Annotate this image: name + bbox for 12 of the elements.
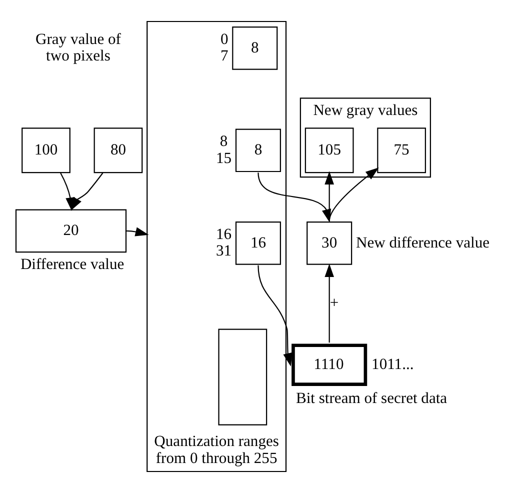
node-label: Difference value bbox=[20, 256, 124, 273]
node-label: 15 bbox=[216, 150, 232, 167]
node-label: 16 bbox=[216, 226, 232, 243]
node-label: 0 bbox=[220, 30, 228, 48]
node-label: Bit stream of secret data bbox=[296, 390, 447, 407]
node-label: New difference value bbox=[356, 234, 490, 252]
node-label: 8 bbox=[219, 133, 228, 150]
edge-label: + bbox=[329, 294, 338, 312]
node-label: 1011... bbox=[371, 356, 414, 373]
label: Gray value of two pixels bbox=[34, 30, 120, 65]
node-label: 7 bbox=[220, 48, 228, 65]
node-label: 31 bbox=[216, 242, 232, 260]
